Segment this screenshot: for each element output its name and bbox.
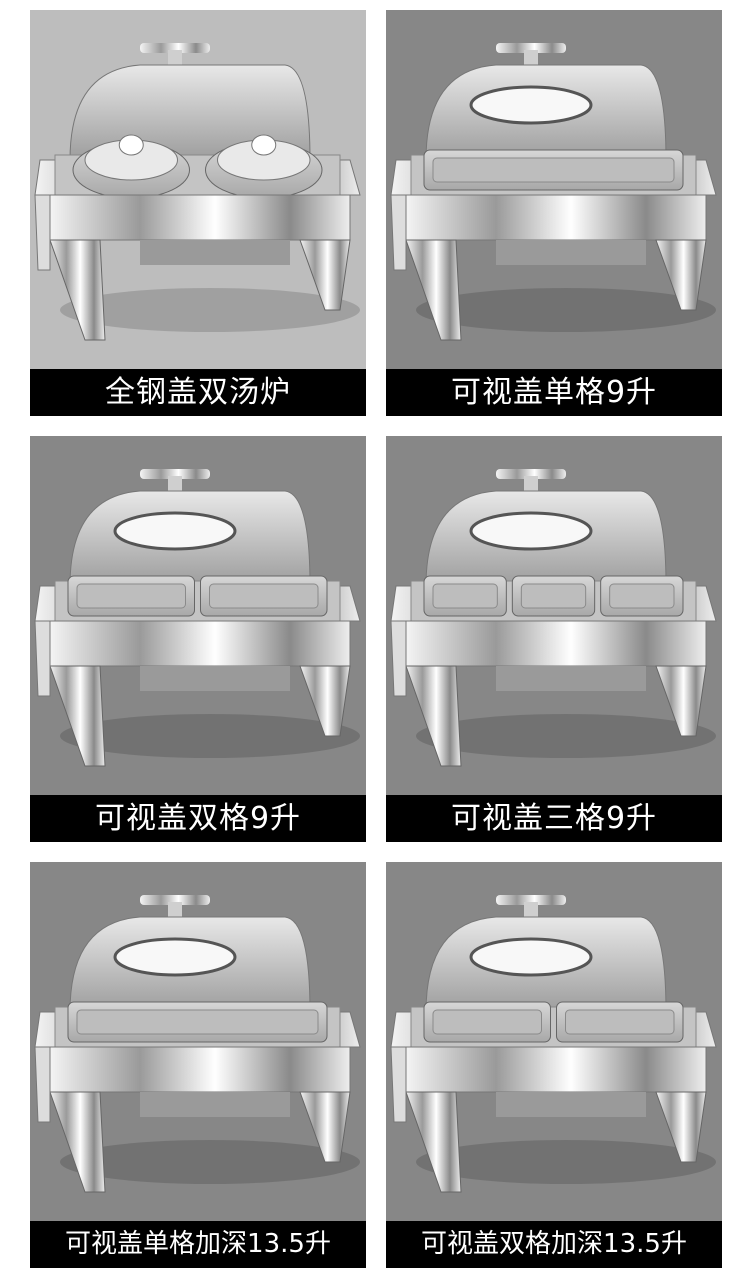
product-image: [386, 862, 722, 1221]
product-caption: 可视盖双格加深13.5升: [386, 1221, 722, 1268]
leg: [405, 665, 462, 767]
leg: [655, 665, 707, 737]
product-image: [386, 436, 722, 795]
product-image: [30, 10, 366, 369]
product-caption: 可视盖单格加深13.5升: [30, 1221, 366, 1268]
product-card-double-9l[interactable]: 可视盖双格9升: [30, 436, 366, 842]
leg: [405, 1091, 462, 1193]
leg: [49, 1091, 106, 1193]
leg: [299, 665, 351, 737]
product-card-single-9l[interactable]: 可视盖单格9升: [386, 10, 722, 416]
product-caption: 可视盖单格9升: [386, 369, 722, 416]
product-card-single-deep-13-5l[interactable]: 可视盖单格加深13.5升: [30, 862, 366, 1268]
frame-body: [405, 1046, 707, 1093]
leg: [299, 1091, 351, 1163]
viewing-window: [469, 85, 593, 125]
leg: [49, 665, 106, 767]
product-caption: 全钢盖双汤炉: [30, 369, 366, 416]
leg: [655, 1091, 707, 1163]
product-image: [386, 10, 722, 369]
lid-icon: [425, 43, 667, 161]
shadow: [60, 714, 360, 758]
viewing-window: [113, 937, 237, 977]
shadow: [416, 714, 716, 758]
shadow: [60, 1140, 360, 1184]
viewing-window: [113, 511, 237, 551]
product-card-triple-9l[interactable]: 可视盖三格9升: [386, 436, 722, 842]
shadow: [416, 1140, 716, 1184]
product-card-soup-double[interactable]: 全钢盖双汤炉: [30, 10, 366, 416]
leg: [49, 239, 106, 341]
frame-body: [405, 620, 707, 667]
frame-body: [405, 194, 707, 241]
product-caption: 可视盖三格9升: [386, 795, 722, 842]
lid-icon: [69, 895, 311, 1013]
frame-body: [49, 194, 351, 241]
frame-body: [49, 1046, 351, 1093]
product-image: [30, 862, 366, 1221]
product-image: [30, 436, 366, 795]
frame-body: [49, 620, 351, 667]
lid-icon: [425, 469, 667, 587]
shadow: [416, 288, 716, 332]
leg: [405, 239, 462, 341]
product-card-double-deep-13-5l[interactable]: 可视盖双格加深13.5升: [386, 862, 722, 1268]
leg: [299, 239, 351, 311]
lid-icon: [425, 895, 667, 1013]
viewing-window: [469, 937, 593, 977]
lid-icon: [69, 469, 311, 587]
shadow: [60, 288, 360, 332]
product-caption: 可视盖双格9升: [30, 795, 366, 842]
leg: [655, 239, 707, 311]
viewing-window: [469, 511, 593, 551]
